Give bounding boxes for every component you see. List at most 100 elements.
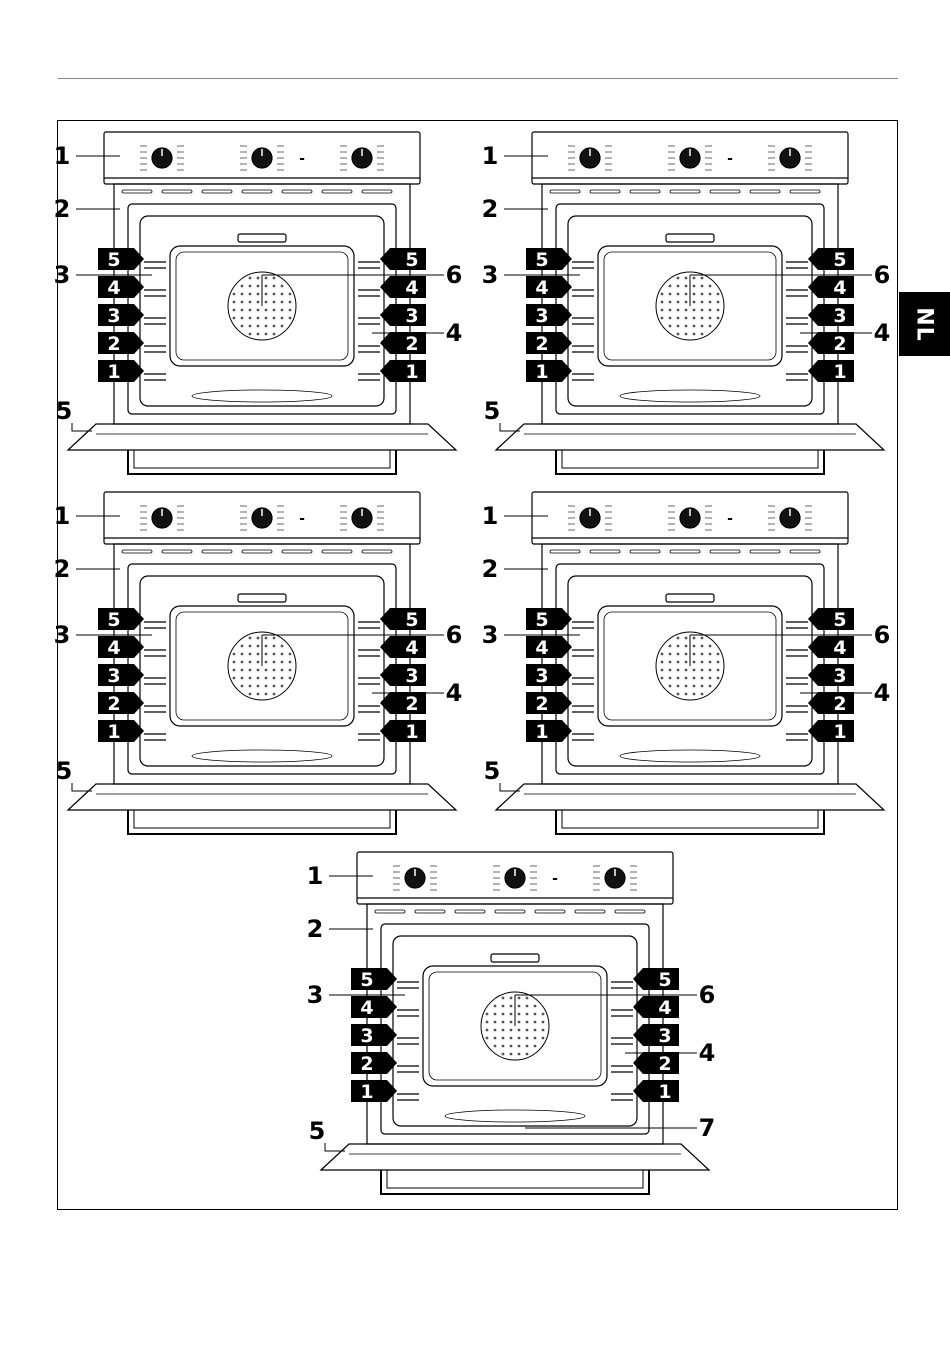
callout-label-1: 1 [307, 862, 324, 890]
fan-hole [249, 645, 252, 648]
fan-hole [281, 685, 284, 688]
fan-hole [701, 637, 704, 640]
vent-slot [710, 190, 740, 193]
fan-hole [669, 685, 672, 688]
shelf-badge-right [808, 664, 854, 686]
fan-hole [502, 1005, 505, 1008]
fan-hole [701, 669, 704, 672]
shelf-level-label: 5 [535, 249, 548, 271]
vent-slot [630, 550, 660, 553]
oven-cavity [128, 204, 396, 414]
fan-hole [273, 653, 276, 656]
fan-hole [701, 661, 704, 664]
fan-hole [661, 293, 664, 296]
shelf-level-label: 5 [107, 249, 120, 271]
oven-lamp [238, 594, 286, 602]
callout-label-4: 4 [874, 319, 891, 347]
shelf-level-label: 1 [107, 361, 120, 383]
fan-hole [265, 669, 268, 672]
fan-hole [486, 1037, 489, 1040]
cavity-inner [140, 216, 384, 406]
shelf-badge-right [380, 664, 426, 686]
oven-diagram-1: -5544332211123564 [62, 128, 462, 480]
shelf-level-label: 2 [107, 333, 120, 355]
vent-slot [362, 190, 392, 193]
fan-hole [709, 685, 712, 688]
shelf-badge-right [380, 608, 426, 630]
fan-hole [685, 333, 688, 336]
fan-hole [241, 309, 244, 312]
fan-hole [542, 1029, 545, 1032]
shelf-level-label: 2 [405, 333, 418, 355]
shelf-badge-right [633, 996, 679, 1018]
callout-label-6: 6 [699, 981, 716, 1009]
fan-hole [677, 285, 680, 288]
fan-hole [677, 669, 680, 672]
fan-hole [486, 1029, 489, 1032]
fan-hole [669, 309, 672, 312]
fan-hole [257, 325, 260, 328]
shelf-badge-right [380, 720, 426, 742]
callout-label-1: 1 [482, 142, 499, 170]
fan-hole [265, 685, 268, 688]
fan-hole [685, 677, 688, 680]
callout-label-1: 1 [482, 502, 499, 530]
fan-hole [265, 309, 268, 312]
fan-hole [233, 669, 236, 672]
fan-hole [281, 317, 284, 320]
fan-hole [677, 293, 680, 296]
fan-hole [534, 1013, 537, 1016]
fan-hole [273, 661, 276, 664]
shelf-badge-right [380, 276, 426, 298]
vent-slot [590, 190, 620, 193]
shelf-level-label: 2 [405, 693, 418, 715]
shelf-level-label: 4 [107, 277, 120, 299]
shelf-badge-right [633, 1024, 679, 1046]
callout-label-5: 5 [484, 397, 501, 425]
fan-hole [273, 285, 276, 288]
vent-slot [242, 550, 272, 553]
shelf-level-label: 3 [405, 305, 418, 327]
shelf-badge-left [526, 304, 572, 326]
shelf-level-label: 3 [107, 305, 120, 327]
fan-hole [693, 285, 696, 288]
fan-hole [677, 309, 680, 312]
vent-slot [630, 190, 660, 193]
fan-hole [534, 1005, 537, 1008]
fan-hole [526, 1029, 529, 1032]
fan-hole [677, 685, 680, 688]
door-handle [556, 810, 824, 834]
vent-slot [550, 190, 580, 193]
shelf-badge-right [633, 1052, 679, 1074]
fan-hole [265, 317, 268, 320]
shelf-level-label: 3 [833, 665, 846, 687]
fan-hole [709, 669, 712, 672]
fan-hole [709, 677, 712, 680]
fan-hole [273, 669, 276, 672]
fan-hole [518, 997, 521, 1000]
fan-hole [249, 669, 252, 672]
fan-hole [257, 677, 260, 680]
door-handle-inner [134, 450, 390, 468]
shelf-level-label: 3 [833, 305, 846, 327]
shelf-badge-right [808, 276, 854, 298]
shelf-badge-right [380, 636, 426, 658]
fan-hole [669, 661, 672, 664]
shelf-level-label: 3 [405, 665, 418, 687]
shelf-level-label: 4 [535, 277, 548, 299]
fan-hole [693, 693, 696, 696]
fan-hole [709, 325, 712, 328]
fan-hole [265, 637, 268, 640]
fan-hole [534, 1037, 537, 1040]
shelf-badge-left [526, 720, 572, 742]
fan-hole [257, 661, 260, 664]
fan-hole [265, 677, 268, 680]
fan-hole [510, 1053, 513, 1056]
shelf-badge-right [380, 248, 426, 270]
fan-hole [685, 277, 688, 280]
fan-hole [249, 309, 252, 312]
vent-slot [535, 910, 565, 913]
shelf-badge-right [808, 248, 854, 270]
oven-door [68, 784, 456, 810]
cavity-inner [568, 576, 812, 766]
